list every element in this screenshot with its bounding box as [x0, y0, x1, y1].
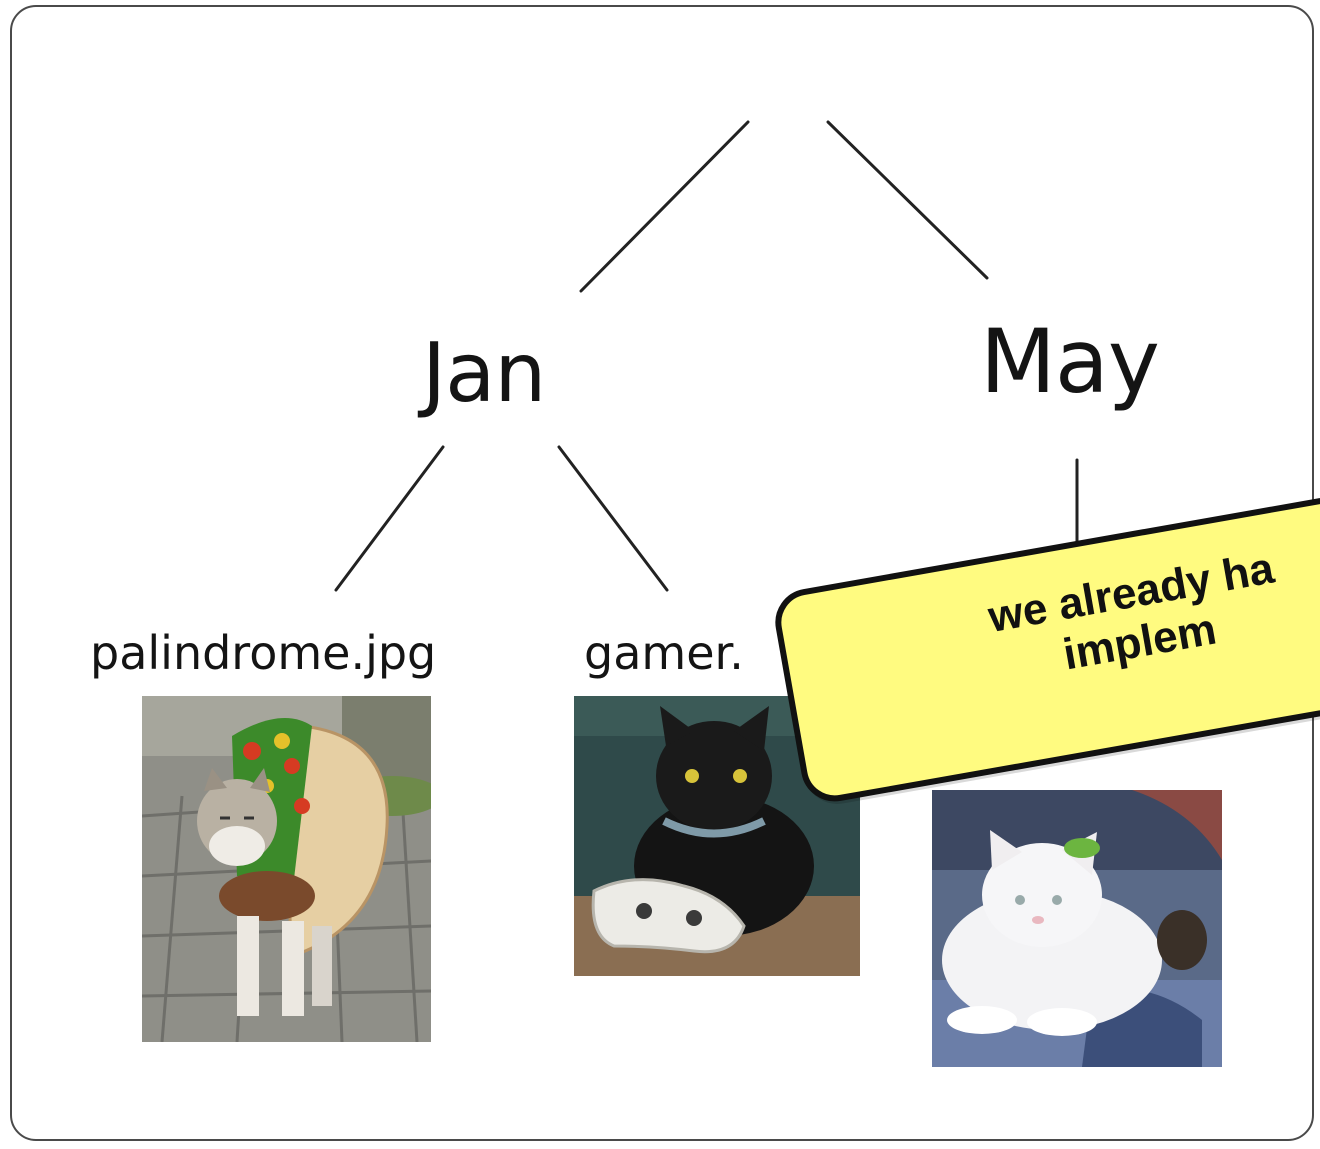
edge-jan-palindrome	[334, 445, 445, 592]
white-cat-photo	[932, 790, 1222, 1067]
file-label-gamer: gamer.	[584, 626, 744, 680]
edge-root-jan	[579, 120, 750, 293]
node-may: May	[980, 310, 1160, 413]
taco-cat-photo	[142, 696, 431, 1042]
edge-jan-gamer	[557, 445, 669, 592]
edge-root-may	[826, 120, 989, 280]
node-jan: Jan	[422, 326, 546, 421]
file-label-palindrome: palindrome.jpg	[90, 626, 437, 680]
